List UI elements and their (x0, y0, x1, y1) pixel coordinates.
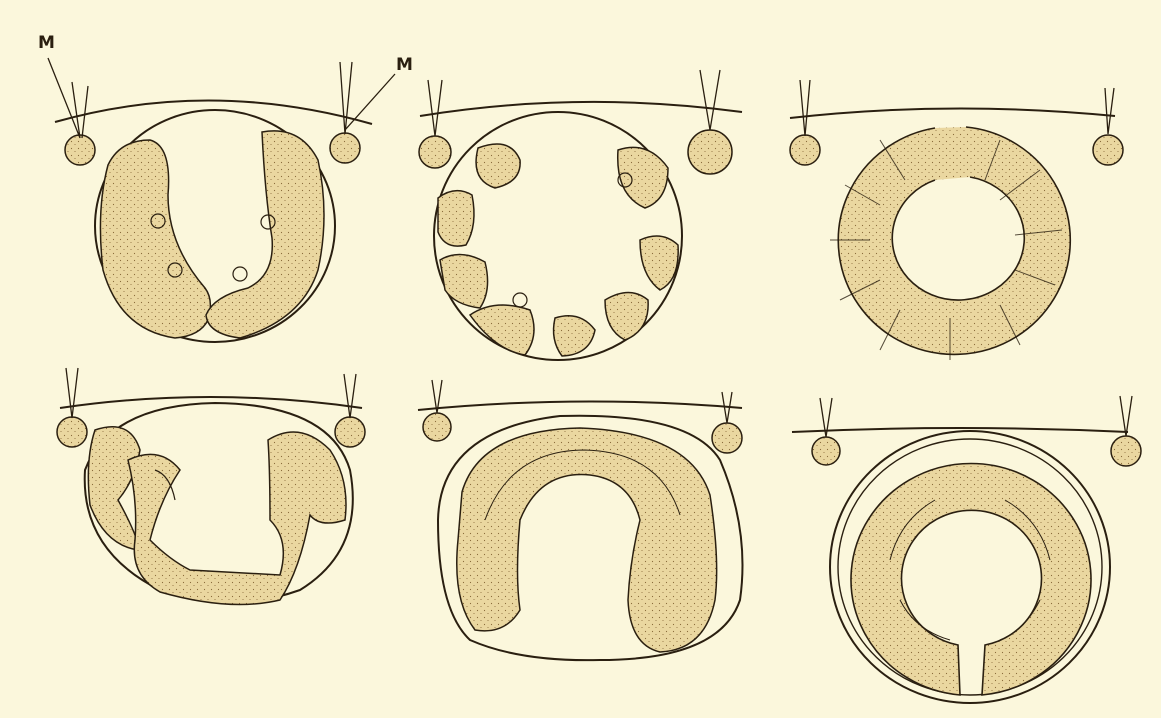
panel-3 (790, 80, 1123, 360)
panel-1 (48, 58, 395, 342)
label-m-right: M (396, 55, 413, 75)
panel-2 (419, 70, 742, 360)
panel-4 (57, 368, 365, 605)
label-m-left: M (38, 33, 55, 53)
panel-5 (418, 380, 743, 660)
panel-6 (792, 396, 1141, 703)
